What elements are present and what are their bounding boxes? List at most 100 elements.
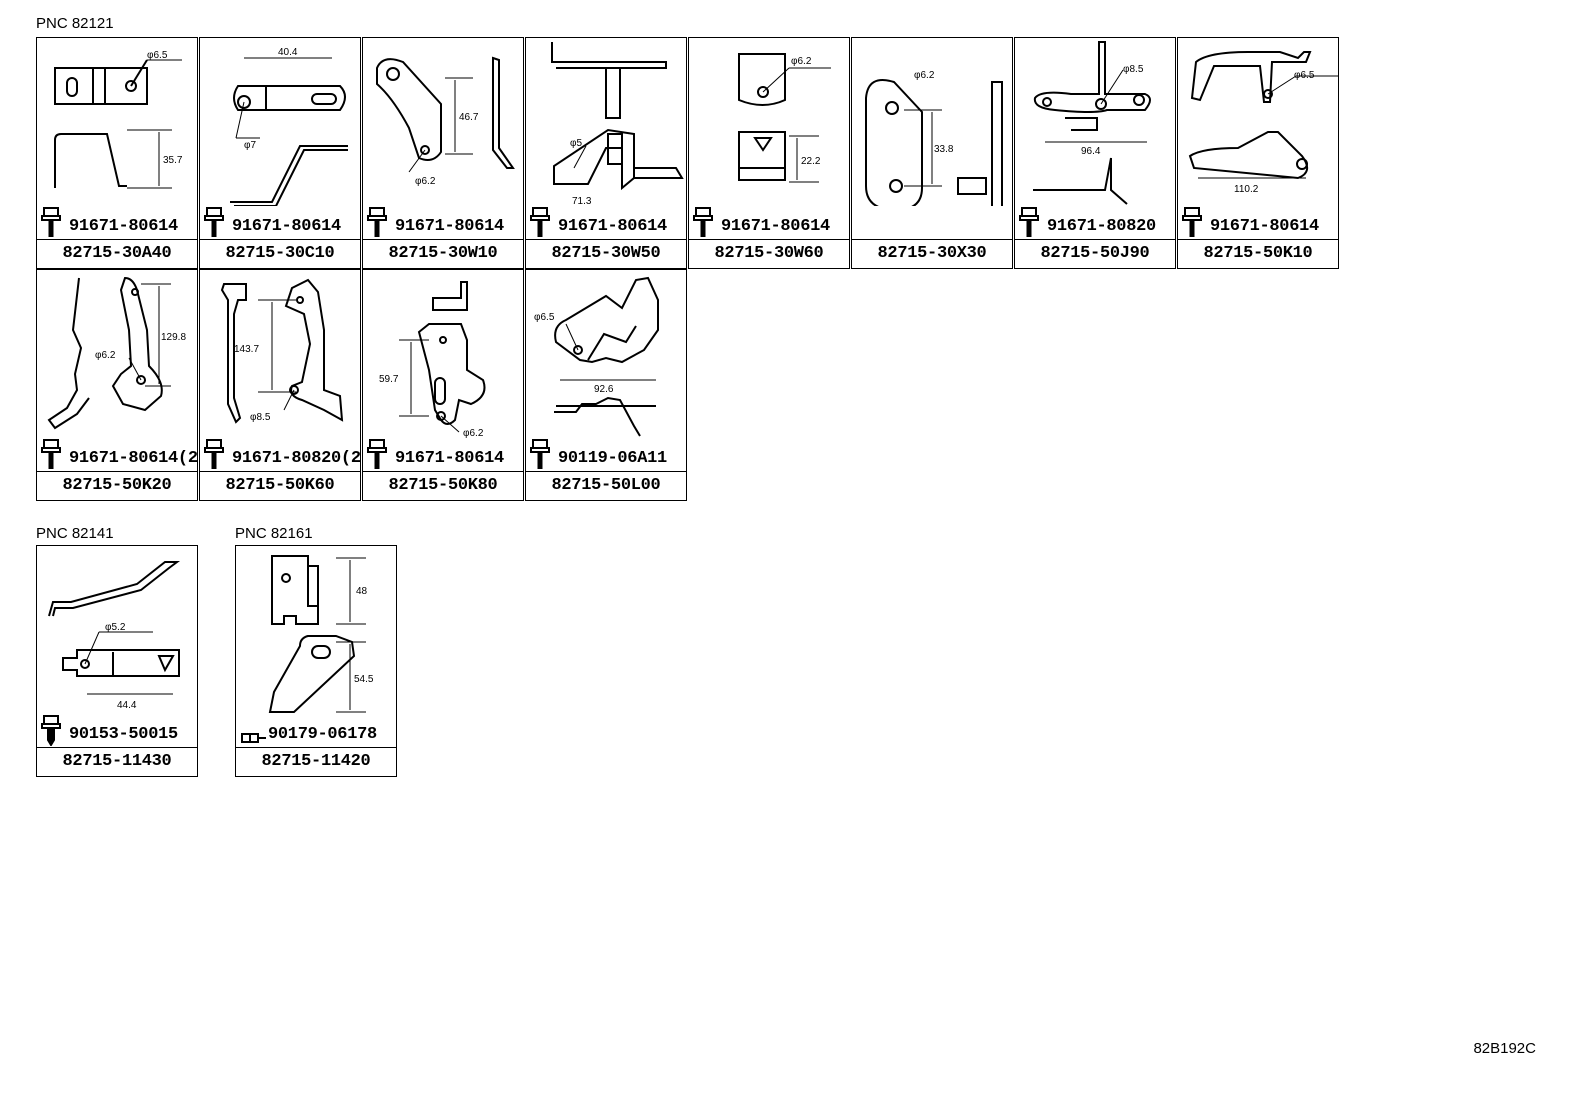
- dim-length: 92.6: [594, 384, 614, 395]
- bolt-icon: [204, 207, 224, 237]
- dim-length: 129.8: [161, 332, 186, 343]
- bolt-icon: [367, 207, 387, 237]
- bracket-drawing: 59.7 φ6.2: [379, 281, 486, 438]
- pnc-label-82141: PNC 82141: [36, 525, 114, 542]
- part-number[interactable]: 82715-30C10: [200, 239, 360, 268]
- fastener-part-number[interactable]: 91671-80820(2): [232, 449, 371, 468]
- part-cell-82715-50K10[interactable]: φ6.5 110.2 91671-80614 82715-50K10: [1177, 37, 1339, 269]
- bolt-icon: [693, 207, 713, 237]
- dim-diameter: φ6.5: [534, 312, 555, 323]
- fastener-row: 90119-06A11: [528, 438, 686, 470]
- dim-diameter: φ5: [570, 138, 582, 149]
- part-number[interactable]: 82715-50L00: [526, 471, 686, 500]
- part-number[interactable]: 82715-11420: [236, 747, 396, 776]
- part-cell-82715-50K20[interactable]: 129.8 φ6.2 91671-80614(2) 82715-50K20: [36, 269, 208, 501]
- fastener-row: 91671-80614(2): [39, 438, 208, 470]
- bolt-icon: [1019, 207, 1039, 237]
- fastener-row: 90153-50015: [39, 714, 197, 746]
- bracket-drawing: 46.7 φ6.2: [376, 56, 515, 187]
- dim-diameter: φ6.2: [415, 176, 436, 187]
- part-number[interactable]: 82715-50K20: [37, 471, 197, 500]
- bracket-drawing: φ6.5 92.6: [534, 276, 659, 437]
- dim-diameter: φ6.2: [914, 70, 935, 81]
- fastener-part-number[interactable]: 91671-80614: [721, 217, 830, 236]
- dim-length: 54.5: [354, 674, 374, 685]
- part-cell-82715-50K60[interactable]: 143.7 φ8.5 91671-80820(2) 82715-50K60: [199, 269, 371, 501]
- dim-length: 44.4: [117, 700, 137, 711]
- dim-diameter: φ6.5: [147, 50, 168, 61]
- bracket-drawing: 143.7 φ8.5: [220, 278, 344, 424]
- part-number[interactable]: 82715-50K10: [1178, 239, 1338, 268]
- part-number[interactable]: 82715-50K60: [200, 471, 360, 500]
- bracket-drawing: φ6.2 22.2: [738, 53, 831, 183]
- fastener-row: 91671-80614: [1180, 206, 1338, 238]
- part-number[interactable]: 82715-50J90: [1015, 239, 1175, 268]
- dim-length: 46.7: [459, 112, 479, 123]
- dim-length: 35.7: [163, 155, 183, 166]
- dim-diameter: φ8.5: [1123, 64, 1144, 75]
- fastener-part-number[interactable]: 91671-80614: [558, 217, 667, 236]
- fastener-part-number[interactable]: 91671-80614: [395, 449, 504, 468]
- part-number[interactable]: 82715-11430: [37, 747, 197, 776]
- dim-diameter: φ5.2: [105, 622, 126, 633]
- bolt-icon: [530, 439, 550, 469]
- part-cell-82715-30A40[interactable]: φ6.5 35.7 91671-80614 82715-30A40: [36, 37, 198, 269]
- dim-length: 110.2: [1234, 184, 1259, 195]
- part-number[interactable]: 82715-30A40: [37, 239, 197, 268]
- part-cell-82715-50K80[interactable]: 59.7 φ6.2 91671-80614 82715-50K80: [362, 269, 524, 501]
- dim-length: 33.8: [934, 144, 954, 155]
- bracket-drawing: φ6.5 110.2: [1188, 51, 1338, 195]
- dim-diameter: φ8.5: [250, 412, 271, 423]
- part-number[interactable]: 82715-30W60: [689, 239, 849, 268]
- bolt-icon: [41, 439, 61, 469]
- part-cell-82715-30W10[interactable]: 46.7 φ6.2 91671-80614 82715-30W10: [362, 37, 524, 269]
- dim-length: 48: [356, 586, 368, 597]
- fastener-part-number[interactable]: 91671-80614(2): [69, 449, 208, 468]
- fastener-row: 90179-06178: [238, 714, 396, 746]
- fastener-row: 91671-80614: [365, 438, 523, 470]
- bolt-icon: [1182, 207, 1202, 237]
- dim-length: 40.4: [278, 47, 298, 58]
- fastener-part-number[interactable]: 91671-80614: [69, 217, 178, 236]
- part-cell-82715-30C10[interactable]: 40.4 φ7 91671-80614 82715-30C10: [199, 37, 361, 269]
- fastener-part-number[interactable]: 91671-80820: [1047, 217, 1156, 236]
- pnc-label-82121: PNC 82121: [36, 15, 114, 32]
- dim-length: 22.2: [801, 156, 821, 167]
- pnc-label-82161: PNC 82161: [235, 525, 313, 542]
- fastener-part-number[interactable]: 91671-80614: [232, 217, 341, 236]
- dim-diameter: φ7: [244, 140, 256, 151]
- part-number[interactable]: 82715-30W10: [363, 239, 523, 268]
- part-number[interactable]: 82715-30W50: [526, 239, 686, 268]
- dim-length: 71.3: [572, 196, 592, 206]
- dim-length: 143.7: [234, 344, 259, 355]
- part-cell-82715-30W50[interactable]: φ5 71.3 91671-80614 82715-30W50: [525, 37, 687, 269]
- fastener-part-number[interactable]: 90119-06A11: [558, 449, 667, 468]
- fastener-part-number[interactable]: 90153-50015: [69, 725, 178, 744]
- dim-diameter: φ6.5: [1294, 70, 1315, 81]
- bracket-drawing: φ6.2 33.8: [865, 70, 1003, 206]
- bolt-icon: [204, 439, 224, 469]
- part-cell-82715-11420[interactable]: 48 54.5 90179-06178 82715-11420: [235, 545, 397, 777]
- part-number[interactable]: 82715-50K80: [363, 471, 523, 500]
- bracket-drawing: 40.4 φ7: [230, 47, 348, 206]
- fastener-part-number[interactable]: 91671-80614: [1210, 217, 1319, 236]
- fastener-row: 91671-80820(2): [202, 438, 371, 470]
- fastener-row: 91671-80820: [1017, 206, 1175, 238]
- part-number[interactable]: 82715-30X30: [852, 239, 1012, 268]
- part-cell-82715-30W60[interactable]: φ6.2 22.2 91671-80614 82715-30W60: [688, 37, 850, 269]
- diagram-reference: 82B192C: [1473, 1040, 1536, 1057]
- part-cell-82715-50J90[interactable]: φ8.5 96.4 91671-80820 82715-50J90: [1014, 37, 1176, 269]
- fastener-row: 91671-80614: [691, 206, 849, 238]
- bracket-drawing: φ6.5 35.7: [54, 50, 183, 189]
- part-cell-82715-50L00[interactable]: φ6.5 92.6 90119-06A11 82715-50L00: [525, 269, 687, 501]
- fastener-row: 91671-80614: [39, 206, 197, 238]
- part-cell-82715-11430[interactable]: φ5.2 44.4 90153-50015 82715-11430: [36, 545, 198, 777]
- bracket-drawing: 129.8 φ6.2: [47, 276, 186, 430]
- screw-icon: [41, 715, 61, 746]
- fastener-part-number[interactable]: 91671-80614: [395, 217, 504, 236]
- fastener-part-number[interactable]: 90179-06178: [268, 725, 377, 744]
- fastener-row: 91671-80614: [528, 206, 686, 238]
- bracket-drawing: φ5.2 44.4: [48, 561, 180, 711]
- part-cell-82715-30X30[interactable]: φ6.2 33.8 82715-30X30: [851, 37, 1013, 269]
- bolt-icon: [367, 439, 387, 469]
